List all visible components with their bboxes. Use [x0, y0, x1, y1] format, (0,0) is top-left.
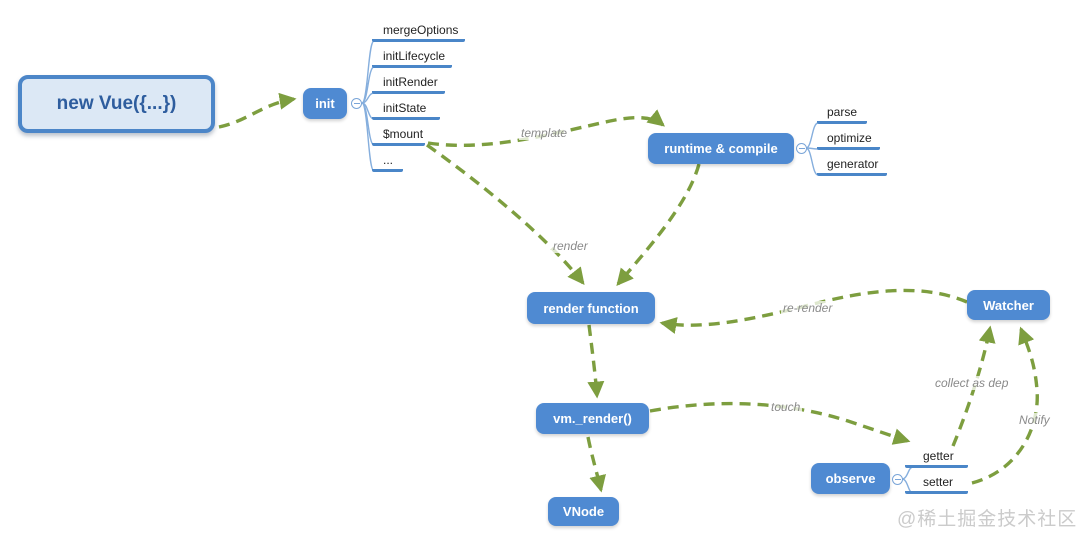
branch-init-lifecycle-label: initLifecycle — [383, 49, 446, 63]
edge-setter-to-watcher — [971, 326, 1039, 485]
minus-glyph — [894, 478, 901, 481]
branch-merge-options-label: mergeOptions — [383, 23, 459, 37]
edge-label-notify: Notify — [1017, 413, 1052, 427]
bracket-connectors — [361, 40, 914, 494]
bracket-runtime-1 — [805, 122, 819, 149]
node-watcher-label: Watcher — [983, 297, 1034, 313]
branch-init-render[interactable]: initRender — [372, 74, 445, 94]
node-init-label: init — [315, 96, 335, 111]
branch-mount[interactable]: $mount — [372, 126, 425, 146]
collapse-icon-init[interactable] — [351, 98, 362, 109]
node-init[interactable]: init — [303, 88, 347, 119]
edge-label-re-render: re-render — [781, 301, 835, 315]
node-runtime-compile[interactable]: runtime & compile — [648, 133, 794, 164]
node-render-function[interactable]: render function — [527, 292, 655, 324]
node-observe[interactable]: observe — [811, 463, 890, 494]
node-vm-render[interactable]: vm._render() — [536, 403, 649, 434]
edge-mount-to-renderfn — [426, 143, 585, 286]
branch-optimize-label: optimize — [827, 131, 872, 145]
node-vnode-label: VNode — [562, 504, 605, 519]
branch-parse-label: parse — [827, 105, 858, 119]
node-new-vue[interactable]: new Vue({...}) — [18, 75, 215, 133]
node-observe-label: observe — [825, 471, 876, 486]
bracket-runtime-3 — [805, 147, 819, 176]
branch-optimize[interactable]: optimize — [817, 130, 880, 150]
branch-generator-label: generator — [827, 157, 879, 171]
branch-generator[interactable]: generator — [817, 156, 887, 176]
node-render-function-label: render function — [543, 300, 639, 316]
branch-getter-label: getter — [923, 449, 954, 463]
node-vm-render-label: vm._render() — [553, 411, 632, 426]
branch-init-lifecycle[interactable]: initLifecycle — [372, 48, 452, 68]
branch-init-state[interactable]: initState — [372, 100, 440, 120]
edge-vmrender-to-vnode — [586, 436, 606, 493]
bracket-init-2 — [361, 66, 375, 104]
node-vnode[interactable]: VNode — [548, 497, 619, 526]
minus-glyph — [798, 147, 805, 150]
collapse-icon-observe[interactable] — [892, 474, 903, 485]
minus-glyph — [353, 102, 360, 105]
edge-runtime-to-renderfn — [616, 163, 701, 286]
edge-vmrender-to-getter — [649, 401, 911, 445]
branch-mount-label: $mount — [383, 127, 424, 141]
branch-ellipsis-label: ... — [383, 153, 394, 167]
edge-newvue-to-init — [218, 92, 297, 129]
collapse-icon-runtime[interactable] — [796, 143, 807, 154]
branch-setter[interactable]: setter — [905, 474, 968, 494]
watermark: @稀土掘金技术社区 — [897, 509, 1078, 530]
edge-label-render: render — [551, 239, 590, 253]
branch-init-render-label: initRender — [383, 75, 438, 89]
branch-setter-label: setter — [923, 475, 954, 489]
branch-ellipsis[interactable]: ... — [372, 152, 403, 172]
node-new-vue-label: new Vue({...}) — [56, 93, 177, 114]
node-runtime-compile-label: runtime & compile — [664, 141, 778, 156]
branch-parse[interactable]: parse — [817, 104, 867, 124]
edge-label-touch: touch — [769, 400, 803, 414]
branch-getter[interactable]: getter — [905, 448, 968, 468]
branch-init-state-label: initState — [383, 101, 427, 115]
edge-renderfn-to-vmrender — [587, 324, 605, 399]
edge-label-template: template — [519, 126, 570, 140]
branch-merge-options[interactable]: mergeOptions — [372, 22, 465, 42]
edge-mount-to-runtime — [427, 109, 665, 147]
edge-label-collect-as-dep: collect as dep — [933, 376, 1011, 390]
node-watcher[interactable]: Watcher — [967, 290, 1050, 320]
